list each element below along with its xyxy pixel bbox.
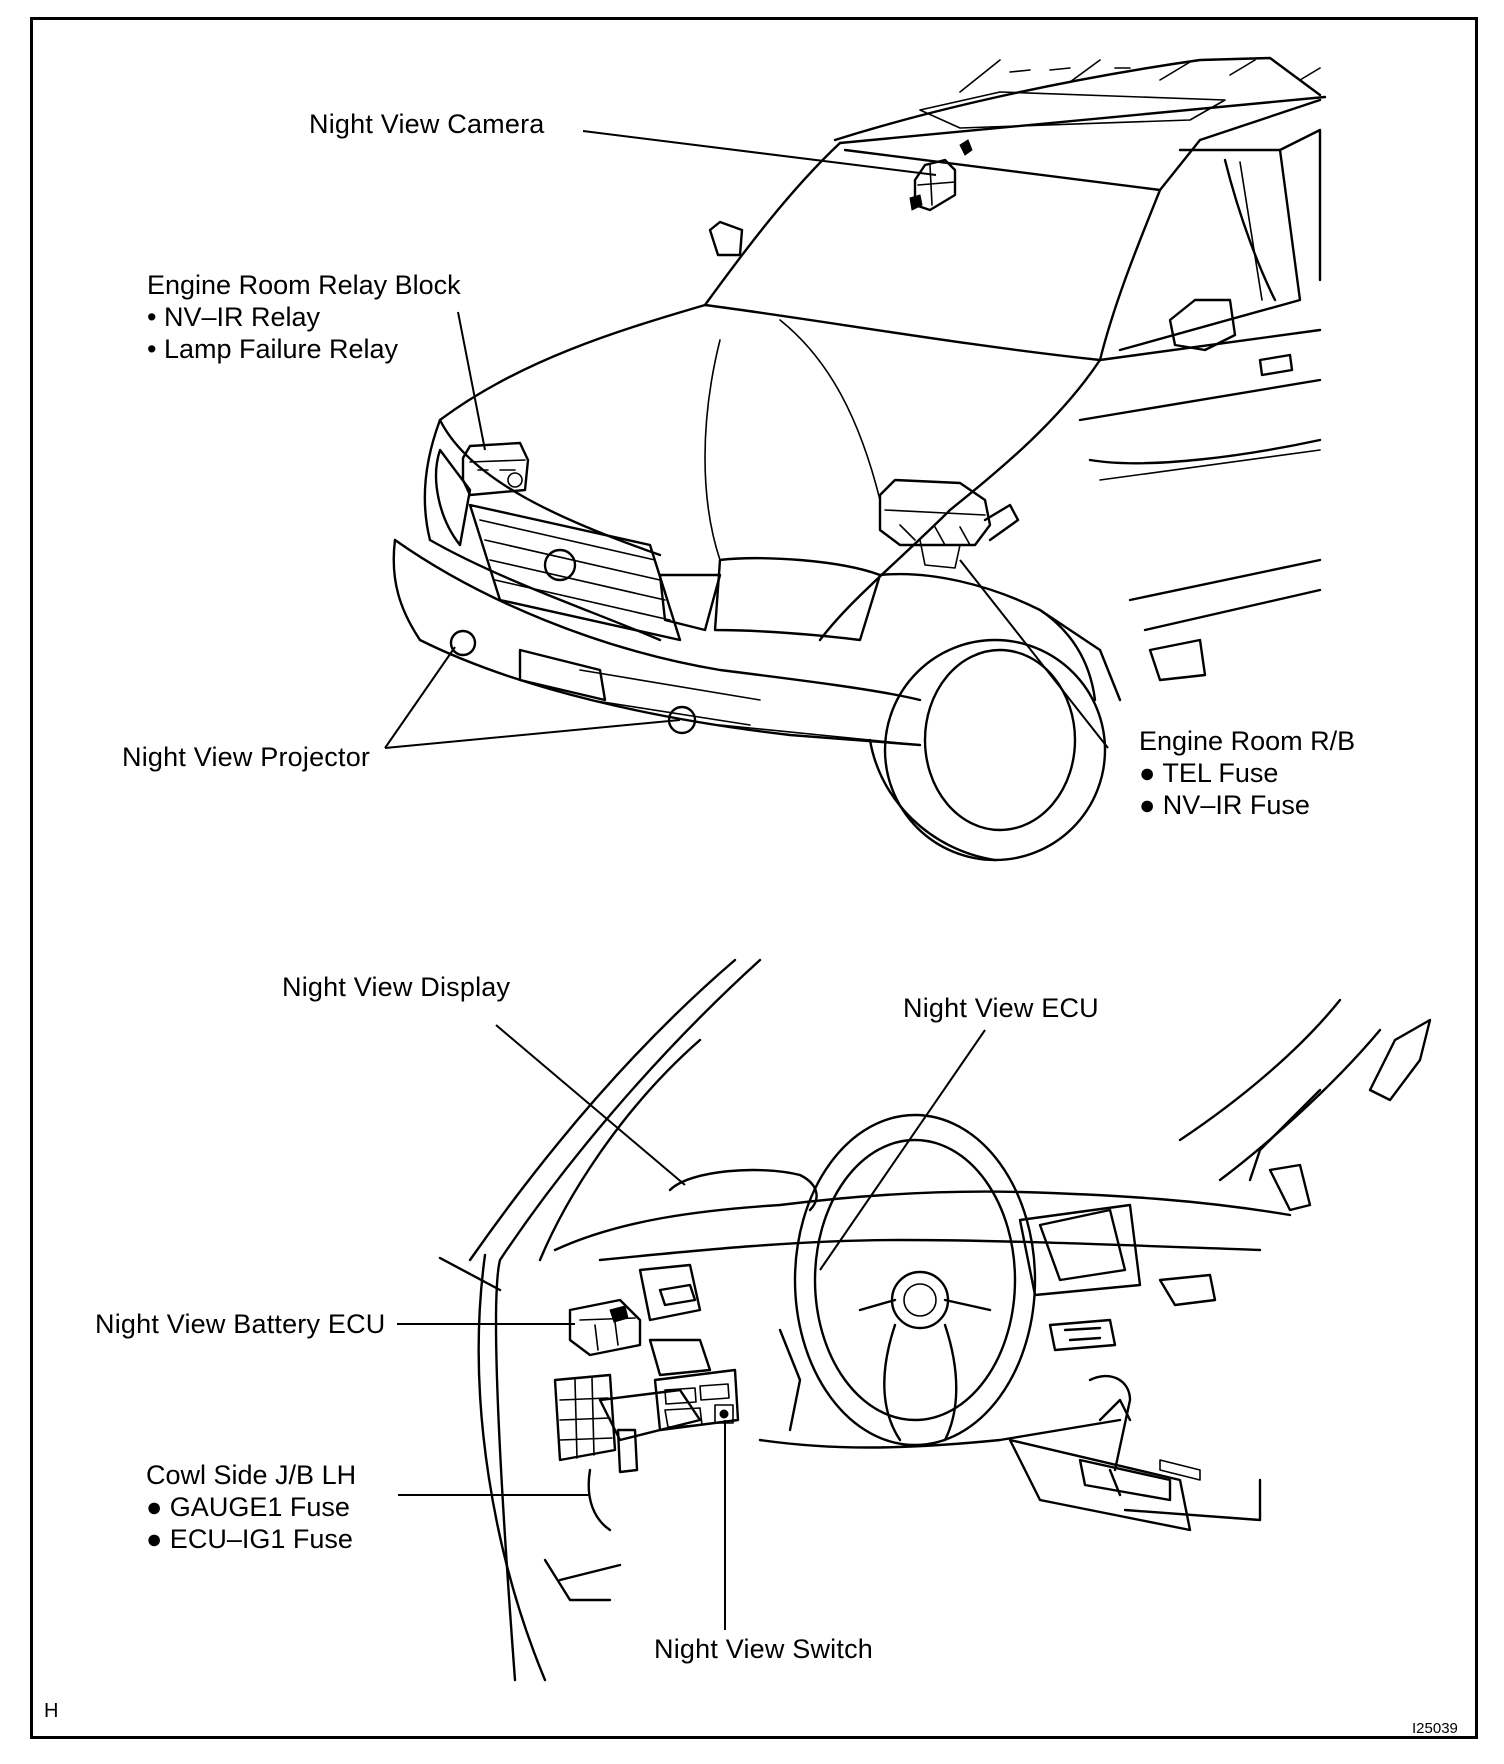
rb-item-nv-ir-fuse: ● NV–IR Fuse [1139, 790, 1310, 820]
label-engine-room-relay-block: Engine Room Relay Block • NV–IR Relay • … [147, 269, 461, 365]
relay-block-item-nv-ir-relay: • NV–IR Relay [147, 302, 321, 332]
cowl-item-ecu-ig1-fuse: ● ECU–IG1 Fuse [146, 1524, 353, 1554]
label-night-view-display: Night View Display [282, 972, 511, 1002]
rb-item-tel-fuse: ● TEL Fuse [1139, 758, 1279, 788]
cowl-item-gauge1-fuse: ● GAUGE1 Fuse [146, 1492, 350, 1522]
label-night-view-ecu: Night View ECU [903, 993, 1099, 1023]
label-night-view-projector: Night View Projector [122, 742, 371, 772]
diagram-frame [30, 17, 1478, 1739]
figure-code: I25039 [1412, 1720, 1458, 1737]
leader-lines [384, 130, 1109, 1630]
rb-title: Engine Room R/B [1139, 726, 1356, 756]
vehicle-interior [438, 958, 1432, 1682]
label-night-view-camera: Night View Camera [309, 109, 545, 139]
label-engine-room-rb: Engine Room R/B ● TEL Fuse ● NV–IR Fuse [1139, 725, 1355, 821]
relay-block-item-lamp-failure-relay: • Lamp Failure Relay [147, 334, 399, 364]
label-night-view-switch: Night View Switch [654, 1634, 873, 1664]
corner-letter: H [44, 1700, 59, 1722]
label-night-view-battery-ecu: Night View Battery ECU [95, 1309, 386, 1339]
label-cowl-side-jb-lh: Cowl Side J/B LH ● GAUGE1 Fuse ● ECU–IG1… [146, 1459, 356, 1555]
cowl-title: Cowl Side J/B LH [146, 1460, 357, 1490]
vehicle-exterior [392, 56, 1327, 862]
relay-block-title: Engine Room Relay Block [147, 270, 461, 300]
